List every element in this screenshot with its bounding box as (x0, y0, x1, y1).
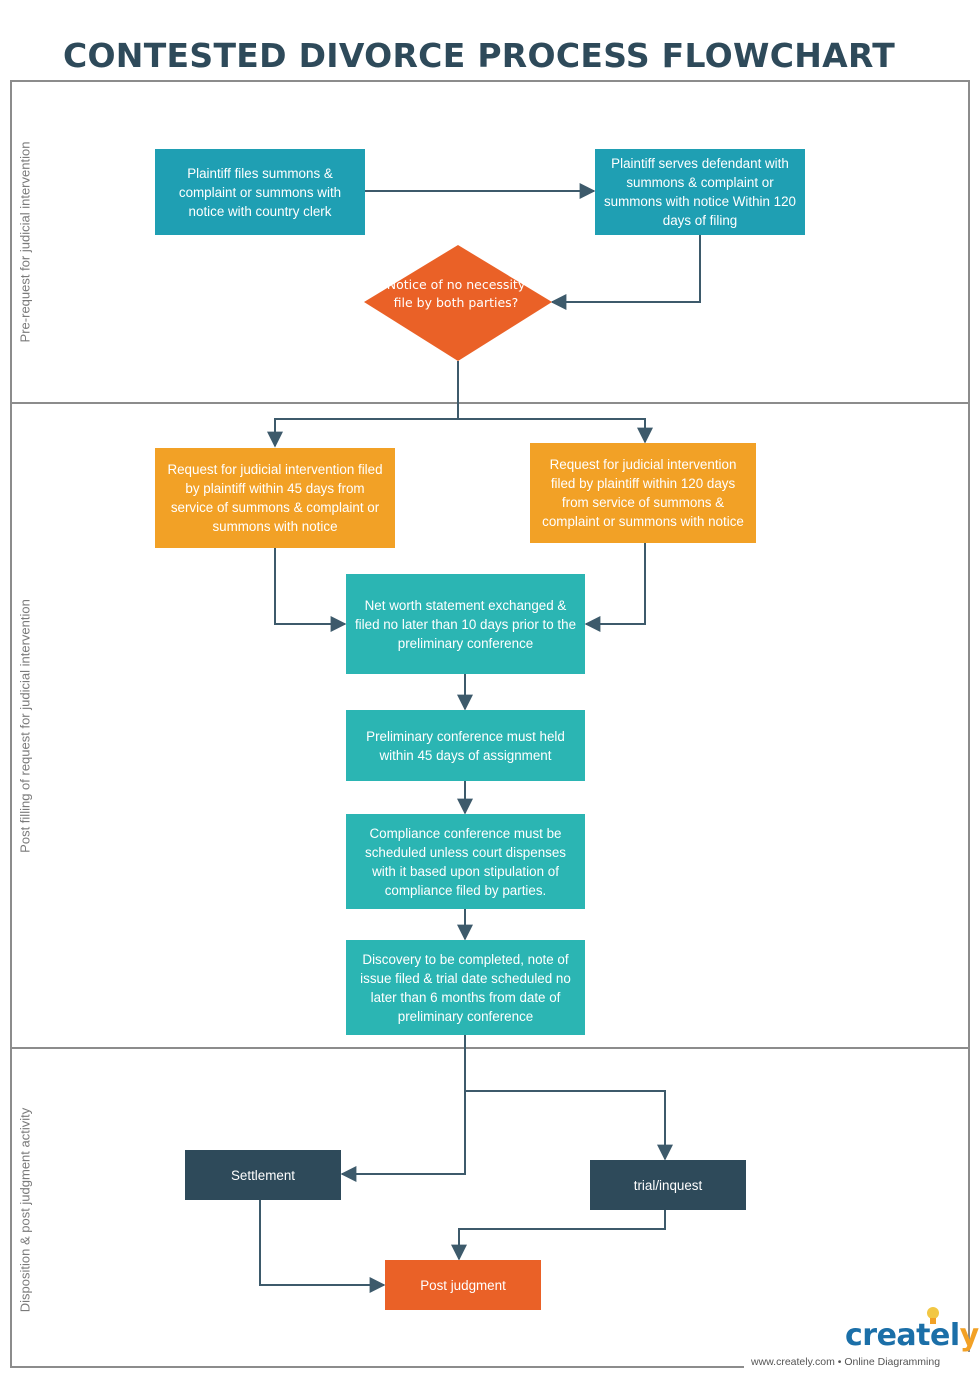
footer-text: www.creately.com • Online Diagramming (751, 1356, 941, 1368)
lane-divider (10, 402, 970, 404)
node-plaintiff-files: Plaintiff files summons & complaint or s… (155, 149, 365, 235)
footer-background (744, 1352, 976, 1372)
node-settlement: Settlement (185, 1150, 341, 1200)
page-title: CONTESTED DIVORCE PROCESS FLOWCHART (62, 36, 896, 75)
swimlane-container (10, 80, 970, 1368)
connector-settlement-to-postjudgment (259, 1200, 386, 1293)
decision-diamond (364, 245, 552, 361)
connector-rji45-to-networth (274, 548, 347, 632)
connector-discovery-to-trial (465, 1090, 673, 1161)
decision-label: Notice of no necessity file by both part… (386, 277, 526, 310)
node-compliance-conference: Compliance conference must be scheduled … (346, 814, 585, 909)
connector-serves-to-decision (550, 235, 701, 310)
connector-split-to-rji45 (267, 418, 458, 448)
creately-logo: creately (845, 1318, 979, 1353)
node-preliminary-conference: Preliminary conference must held within … (346, 710, 585, 781)
node-trial-inquest: trial/inquest (590, 1160, 746, 1210)
connector-rji120-to-networth (584, 543, 646, 632)
node-net-worth: Net worth statement exchanged & filed no… (346, 574, 585, 674)
node-plaintiff-serves: Plaintiff serves defendant with summons … (595, 149, 805, 235)
connector-split-to-rji120 (458, 418, 653, 444)
node-post-judgment: Post judgment (385, 1260, 541, 1310)
connector-trial-to-postjudgment (451, 1210, 666, 1261)
lane-divider (10, 1047, 970, 1049)
connector-discovery-to-settlement (340, 1091, 466, 1182)
node-rji-120-days: Request for judicial intervention filed … (530, 443, 756, 543)
node-rji-45-days: Request for judicial intervention filed … (155, 448, 395, 548)
node-discovery: Discovery to be completed, note of issue… (346, 940, 585, 1035)
lightbulb-icon (927, 1307, 939, 1324)
